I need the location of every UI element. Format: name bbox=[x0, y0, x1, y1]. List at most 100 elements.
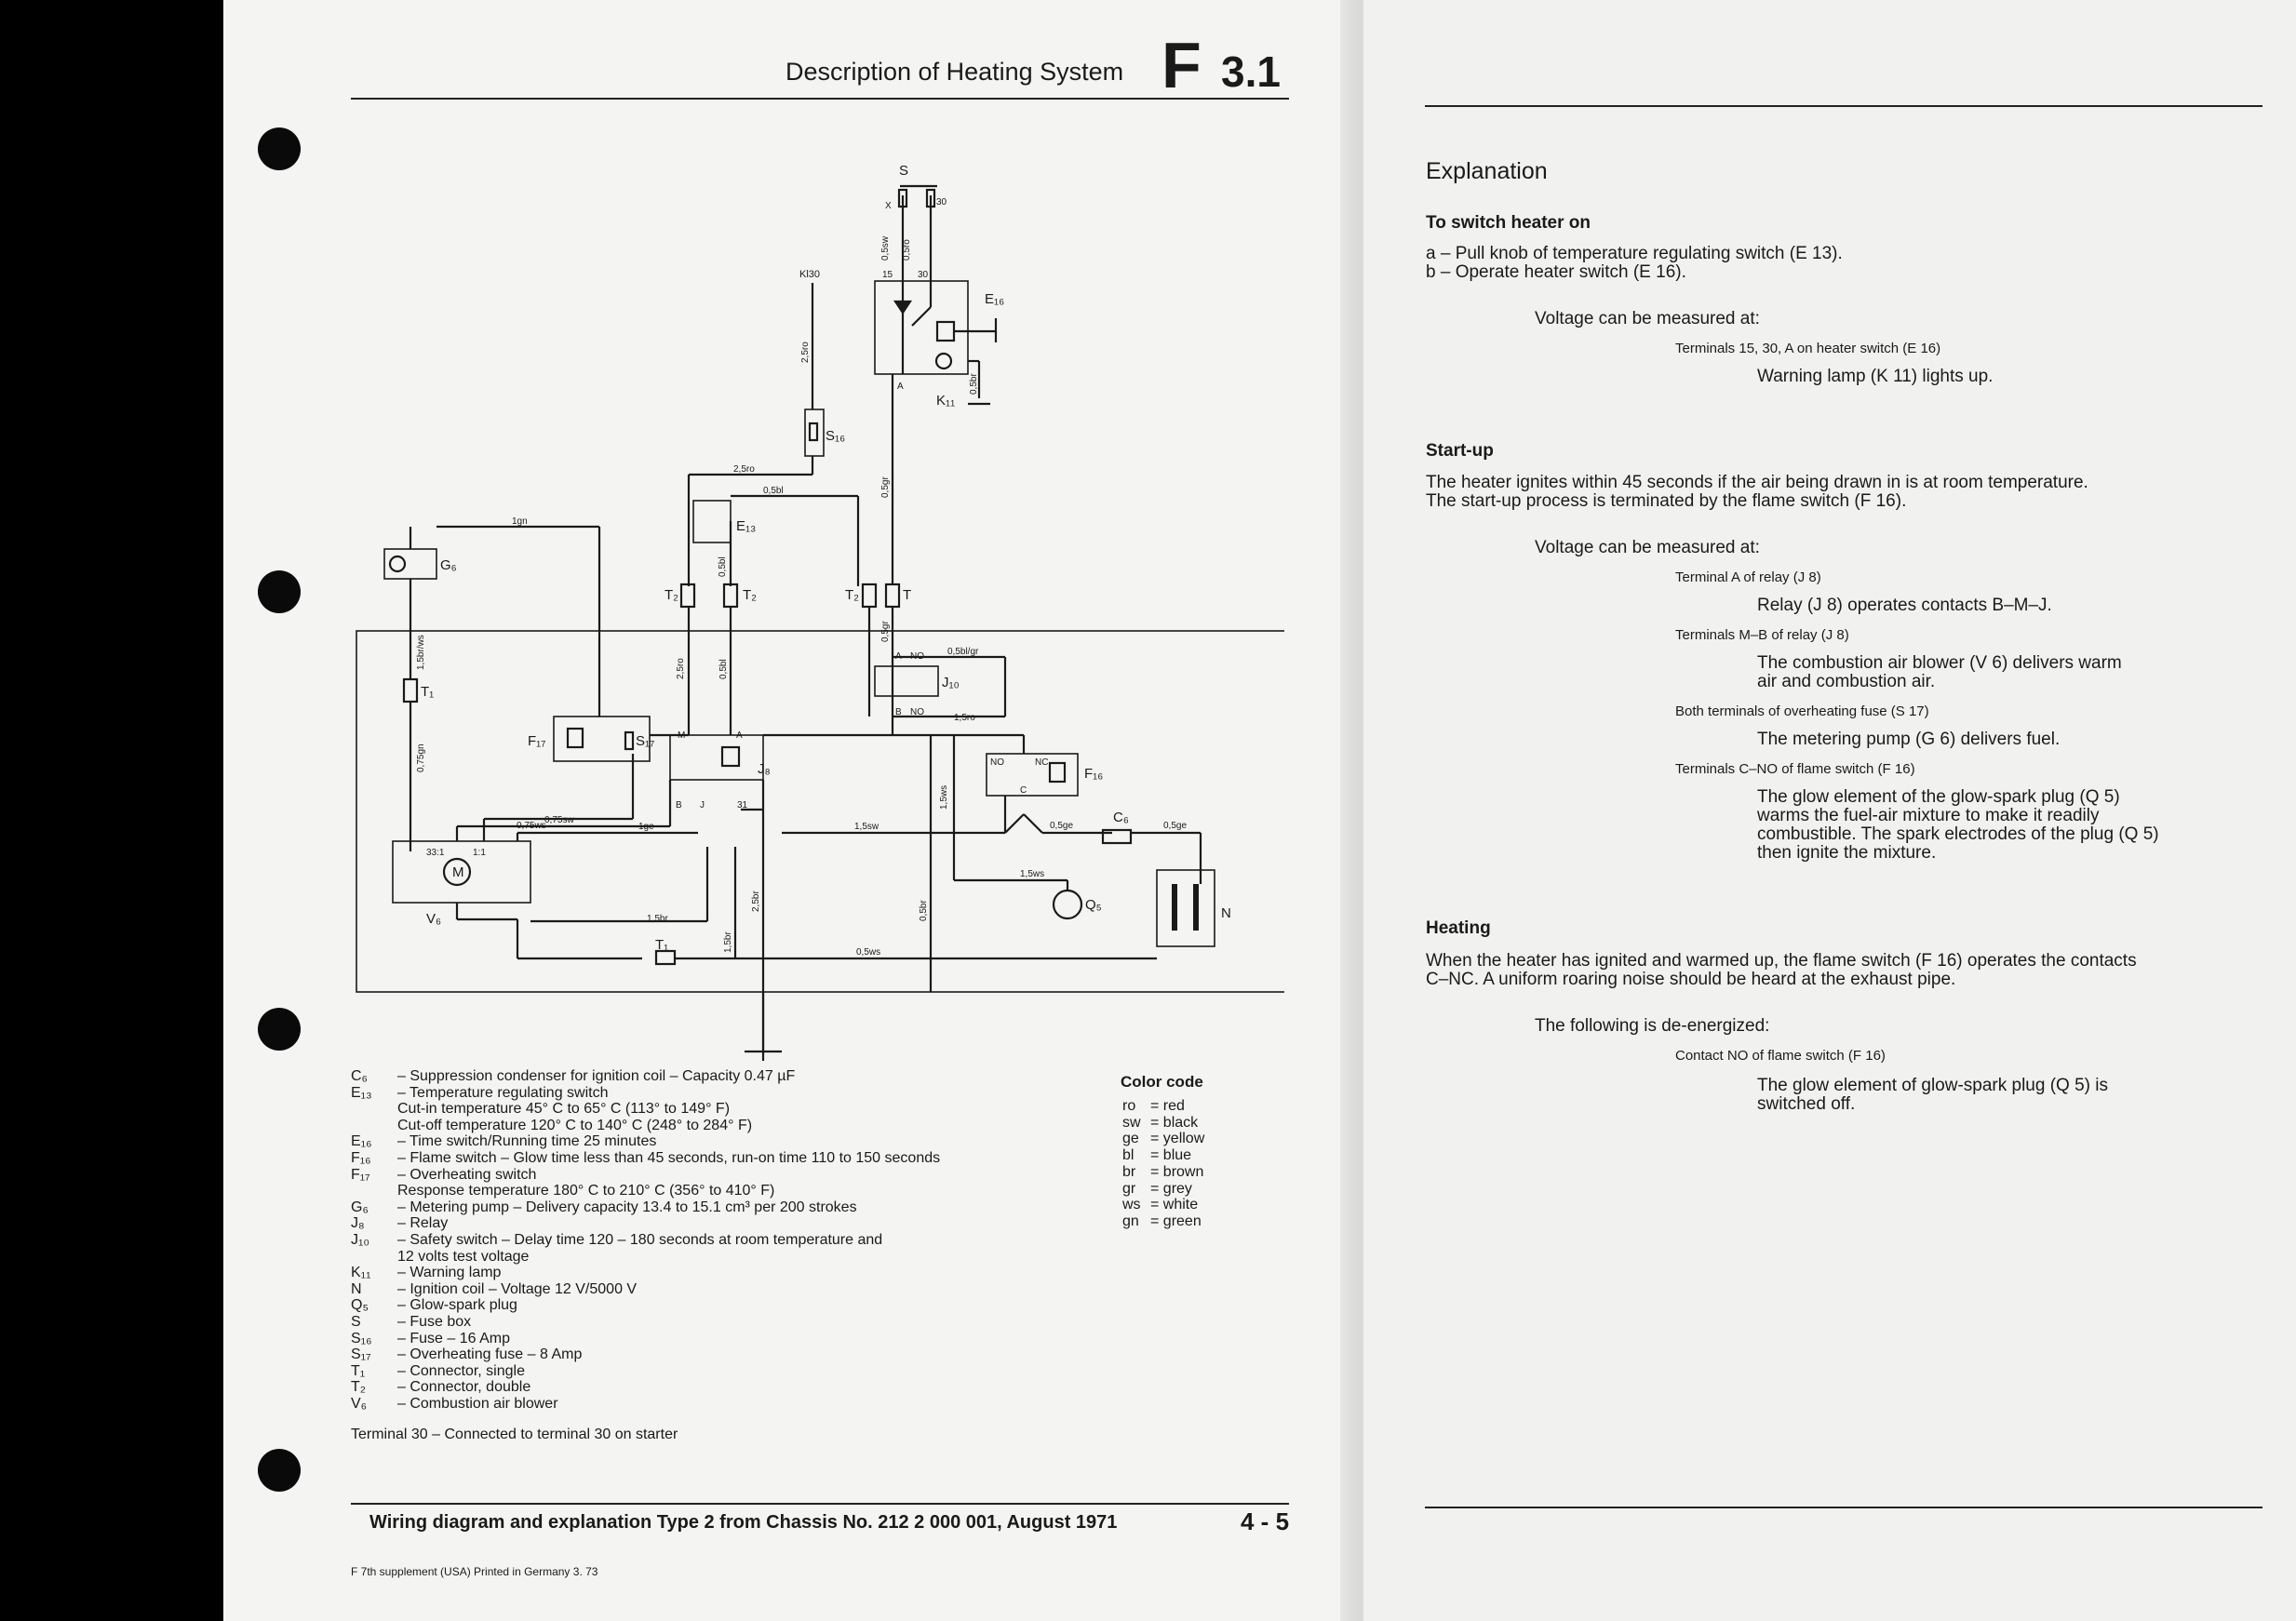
legend-key: F₁₇ bbox=[351, 1166, 370, 1183]
legend-row: F₁₆– Flame switch – Glow time less than … bbox=[351, 1150, 940, 1167]
wire-label: 1,5br/ws bbox=[416, 635, 426, 670]
binder-hole bbox=[258, 127, 301, 170]
page-title: Description of Heating System bbox=[785, 58, 1124, 86]
legend-key: J₈ bbox=[351, 1215, 365, 1232]
startup-terminal-4: Terminals C–NO of flame switch (F 16) bbox=[1675, 761, 1915, 777]
legend-row: E₁₆– Time switch/Running time 25 minutes bbox=[351, 1133, 940, 1150]
q5-glow-plug-symbol bbox=[1052, 889, 1083, 920]
explanation-title: Explanation bbox=[1426, 158, 1548, 184]
right-page bbox=[1363, 0, 2296, 1621]
label-T1b: T₁ bbox=[655, 937, 668, 953]
wire-label: 2,5ro bbox=[676, 658, 686, 679]
f16-flame-switch-box bbox=[986, 753, 1079, 797]
terminal-B-j8: B bbox=[676, 800, 682, 810]
t1-connector bbox=[402, 677, 419, 703]
terminal-M: M bbox=[678, 730, 685, 741]
t2-connector-c bbox=[861, 583, 878, 609]
color-code-row: ge= yellow bbox=[1122, 1131, 1204, 1147]
label-K11: K₁₁ bbox=[936, 393, 955, 409]
footer-caption: Wiring diagram and explanation Type 2 fr… bbox=[369, 1512, 1118, 1533]
label-T: T bbox=[903, 587, 911, 603]
terminal-30: 30 bbox=[918, 270, 929, 280]
terminal-A-j8: A bbox=[736, 730, 743, 741]
wire-label: 0,5bl bbox=[718, 556, 728, 577]
color-code-name: = white bbox=[1150, 1197, 1199, 1213]
legend-text: – Fuse – 16 Amp bbox=[397, 1330, 510, 1346]
legend-row: F₁₇ – Overheating switch bbox=[351, 1167, 940, 1184]
legend-row: E₁₃– Temperature regulating switch bbox=[351, 1085, 940, 1102]
color-code-row: gr= grey bbox=[1122, 1181, 1204, 1198]
legend-key: K₁₁ bbox=[351, 1265, 371, 1281]
legend-text: – Connector, double bbox=[397, 1379, 531, 1396]
legend-key: C₆ bbox=[351, 1068, 369, 1084]
g6-metering-pump-box bbox=[383, 548, 437, 580]
terminal-A-j10: A bbox=[895, 651, 902, 662]
label-M: M bbox=[452, 864, 464, 880]
label-T2b: T₂ bbox=[743, 587, 757, 603]
legend-key: J₁₀ bbox=[351, 1231, 370, 1248]
t1-bottom-connector bbox=[654, 949, 677, 966]
startup-result-4d: then ignite the mixture. bbox=[1757, 843, 1937, 863]
header-rule-right bbox=[1425, 105, 2262, 107]
legend-row: S₁₇– Overheating fuse – 8 Amp bbox=[351, 1346, 940, 1363]
terminal-30-top: 30 bbox=[936, 197, 947, 208]
legend-text: – Fuse box bbox=[397, 1313, 472, 1330]
terminal-15: 15 bbox=[882, 270, 893, 280]
label-S: S bbox=[899, 163, 908, 179]
color-code-name: = blue bbox=[1150, 1147, 1192, 1164]
label-T1a: T₁ bbox=[421, 684, 434, 700]
footer-rule bbox=[351, 1503, 1289, 1505]
color-code-abbrev: ro bbox=[1122, 1098, 1136, 1114]
startup-result-4a: The glow element of the glow-spark plug … bbox=[1757, 787, 2120, 807]
t2-connector-a bbox=[679, 583, 696, 609]
label-S16: S₁₆ bbox=[826, 428, 845, 444]
f17-s17-box bbox=[553, 716, 651, 762]
color-code-abbrev: sw bbox=[1122, 1114, 1141, 1131]
s16-fuse-box bbox=[804, 409, 825, 457]
label-C6: C₆ bbox=[1113, 810, 1129, 825]
wire-label: 0,75sw bbox=[544, 815, 574, 825]
legend-key: N bbox=[351, 1280, 362, 1297]
wire-label: 0,75gn bbox=[416, 744, 426, 772]
e16-time-switch-box bbox=[874, 280, 969, 375]
color-code-row: bl= blue bbox=[1122, 1147, 1204, 1164]
heating-result-b: switched off. bbox=[1757, 1094, 1856, 1114]
wire-label: 1,5sw bbox=[854, 822, 879, 832]
label-G6: G₆ bbox=[440, 557, 457, 573]
terminal-J: J bbox=[700, 800, 705, 810]
label-kl30: Kl30 bbox=[799, 269, 820, 280]
t2-connector-b bbox=[722, 583, 739, 609]
section-number: 3.1 bbox=[1221, 47, 1281, 96]
label-N: N bbox=[1221, 905, 1231, 921]
legend-text: – Overheating switch bbox=[397, 1166, 537, 1183]
label-Q5: Q₅ bbox=[1085, 897, 1102, 913]
color-code-row: ro= red bbox=[1122, 1098, 1204, 1115]
legend-text: – Suppression condenser for ignition coi… bbox=[397, 1068, 796, 1084]
c6-condenser bbox=[1101, 828, 1133, 845]
legend-text: – Temperature regulating switch bbox=[397, 1084, 609, 1101]
legend-text: – Overheating fuse – 8 Amp bbox=[397, 1346, 583, 1363]
terminal-NO-f16: NO bbox=[990, 757, 1004, 768]
heating-para-2: C–NC. A uniform roaring noise should be … bbox=[1426, 970, 1956, 989]
color-code-name: = brown bbox=[1150, 1163, 1204, 1180]
color-code-title: Color code bbox=[1121, 1073, 1203, 1091]
supplement-note: F 7th supplement (USA) Printed in German… bbox=[351, 1565, 598, 1578]
switch-on-step-b: b – Operate heater switch (E 16). bbox=[1426, 262, 1686, 282]
label-V6: V₆ bbox=[426, 911, 441, 927]
wire-label: 0,5ro bbox=[902, 239, 912, 261]
switch-on-terminal: Terminals 15, 30, A on heater switch (E … bbox=[1675, 341, 1941, 356]
legend-text: – Warning lamp bbox=[397, 1265, 502, 1281]
wire-label: 2,5br bbox=[751, 891, 761, 912]
e13-switch-box bbox=[692, 500, 732, 543]
legend-row: Cut-off temperature 120° C to 140° C (24… bbox=[351, 1118, 940, 1134]
j8-relay-box bbox=[669, 734, 764, 781]
legend-text: Cut-off temperature 120° C to 140° C (24… bbox=[397, 1117, 753, 1133]
binder-hole bbox=[258, 1008, 301, 1051]
legend-key: Q₅ bbox=[351, 1297, 369, 1314]
startup-result-4c: combustible. The spark electrodes of the… bbox=[1757, 824, 2159, 844]
startup-result-3: The metering pump (G 6) delivers fuel. bbox=[1757, 730, 2061, 749]
terminal30-note: Terminal 30 – Connected to terminal 30 o… bbox=[351, 1427, 678, 1442]
switch-on-voltage: Voltage can be measured at: bbox=[1535, 309, 1760, 328]
startup-terminal-2: Terminals M–B of relay (J 8) bbox=[1675, 627, 1849, 643]
